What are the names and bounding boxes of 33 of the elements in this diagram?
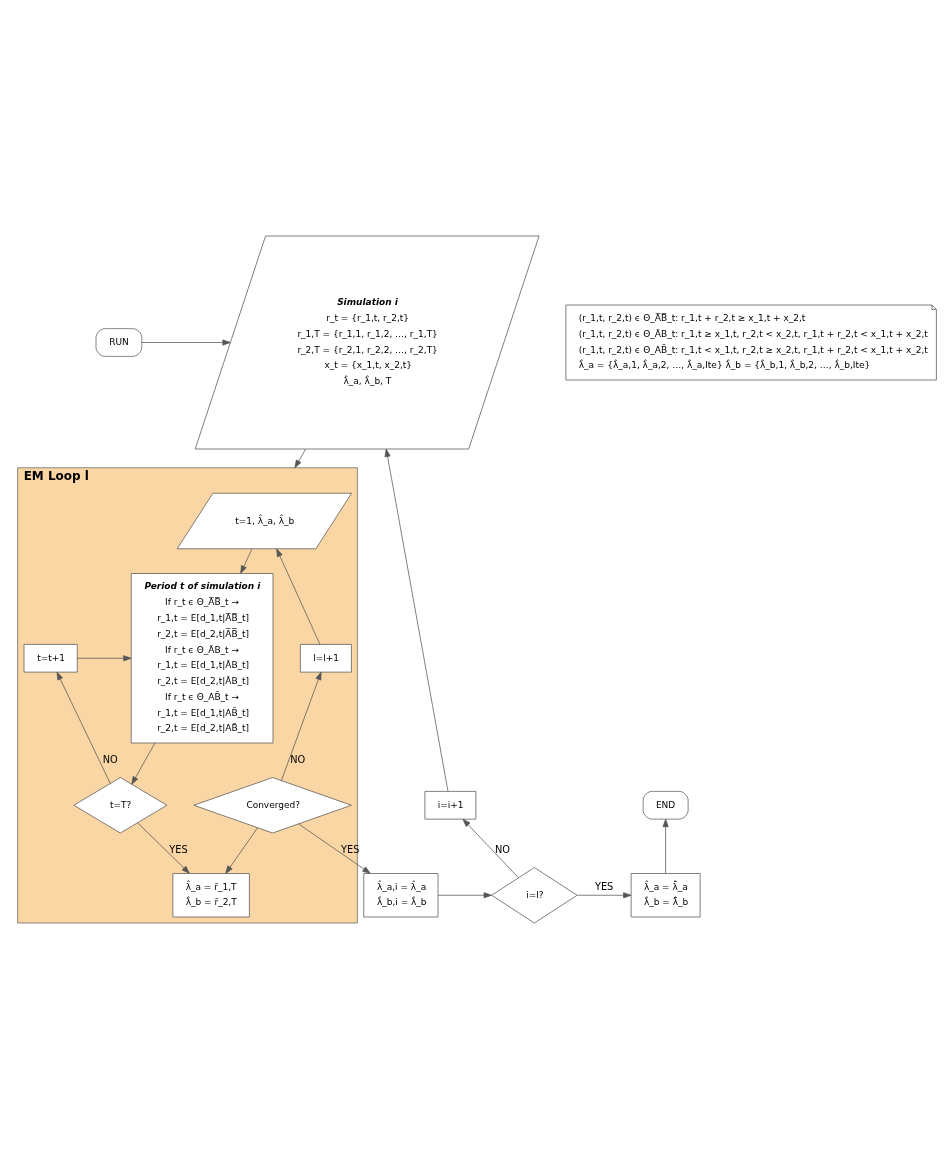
arrow bbox=[437, 892, 492, 899]
edge-label: YES bbox=[341, 843, 360, 855]
node-box: Period t of simulation i If r_t ϵ Θ_A̅B̅_t → r_1,t = E[d_1,t|A̅B̅_t] r_2,t = E[d_2,t|A̅B̅_t] If r_t ϵ Θ_ĀB_t → r_1,t = E[d_1,t|ĀB_t] r_2,t = E[d_2,t|ĀB_t] If r_t ϵ Θ_AB̄_t → r_1,t = E[d_1,t|AB̄_t] r_2,t = E[d_2,t|AB̄_t] bbox=[130, 573, 274, 744]
arrow bbox=[141, 339, 231, 346]
arrow bbox=[56, 671, 111, 784]
arrow bbox=[294, 448, 307, 469]
node-diamond: Converged? bbox=[193, 777, 352, 834]
node-box: λ̂_a = r̄_1,T λ̂_b = r̄_2,T bbox=[172, 873, 250, 918]
arrow bbox=[662, 818, 669, 874]
arrow bbox=[576, 892, 632, 899]
node-box: t=t+1 bbox=[23, 644, 78, 673]
arrow bbox=[137, 822, 190, 874]
edge-label: NO bbox=[290, 753, 306, 765]
node-box: l=l+1 bbox=[300, 644, 352, 673]
arrow bbox=[276, 548, 321, 645]
arrow bbox=[76, 655, 132, 662]
node-box: λ̂_a = λ̂̄_a λ̂_b = λ̂̄_b bbox=[630, 873, 701, 918]
arrow bbox=[240, 548, 253, 574]
node-box: i=i+1 bbox=[424, 791, 477, 820]
arrow bbox=[462, 818, 519, 878]
edge-label: NO bbox=[102, 753, 118, 765]
arrow bbox=[281, 671, 322, 781]
edge-label: YES bbox=[594, 881, 614, 893]
node-box: λ̂_a,i = λ̂_a λ̂_b,i = λ̂_b bbox=[363, 873, 439, 918]
arrow bbox=[225, 827, 258, 874]
arrow bbox=[384, 448, 449, 792]
edge-label: YES bbox=[169, 843, 188, 855]
node-box: END bbox=[642, 791, 689, 820]
arrow bbox=[131, 742, 156, 785]
node-box: RUN bbox=[95, 328, 143, 357]
node-diamond: i=I? bbox=[491, 867, 578, 924]
edge-label: NO bbox=[495, 843, 510, 855]
arrow bbox=[298, 823, 371, 874]
